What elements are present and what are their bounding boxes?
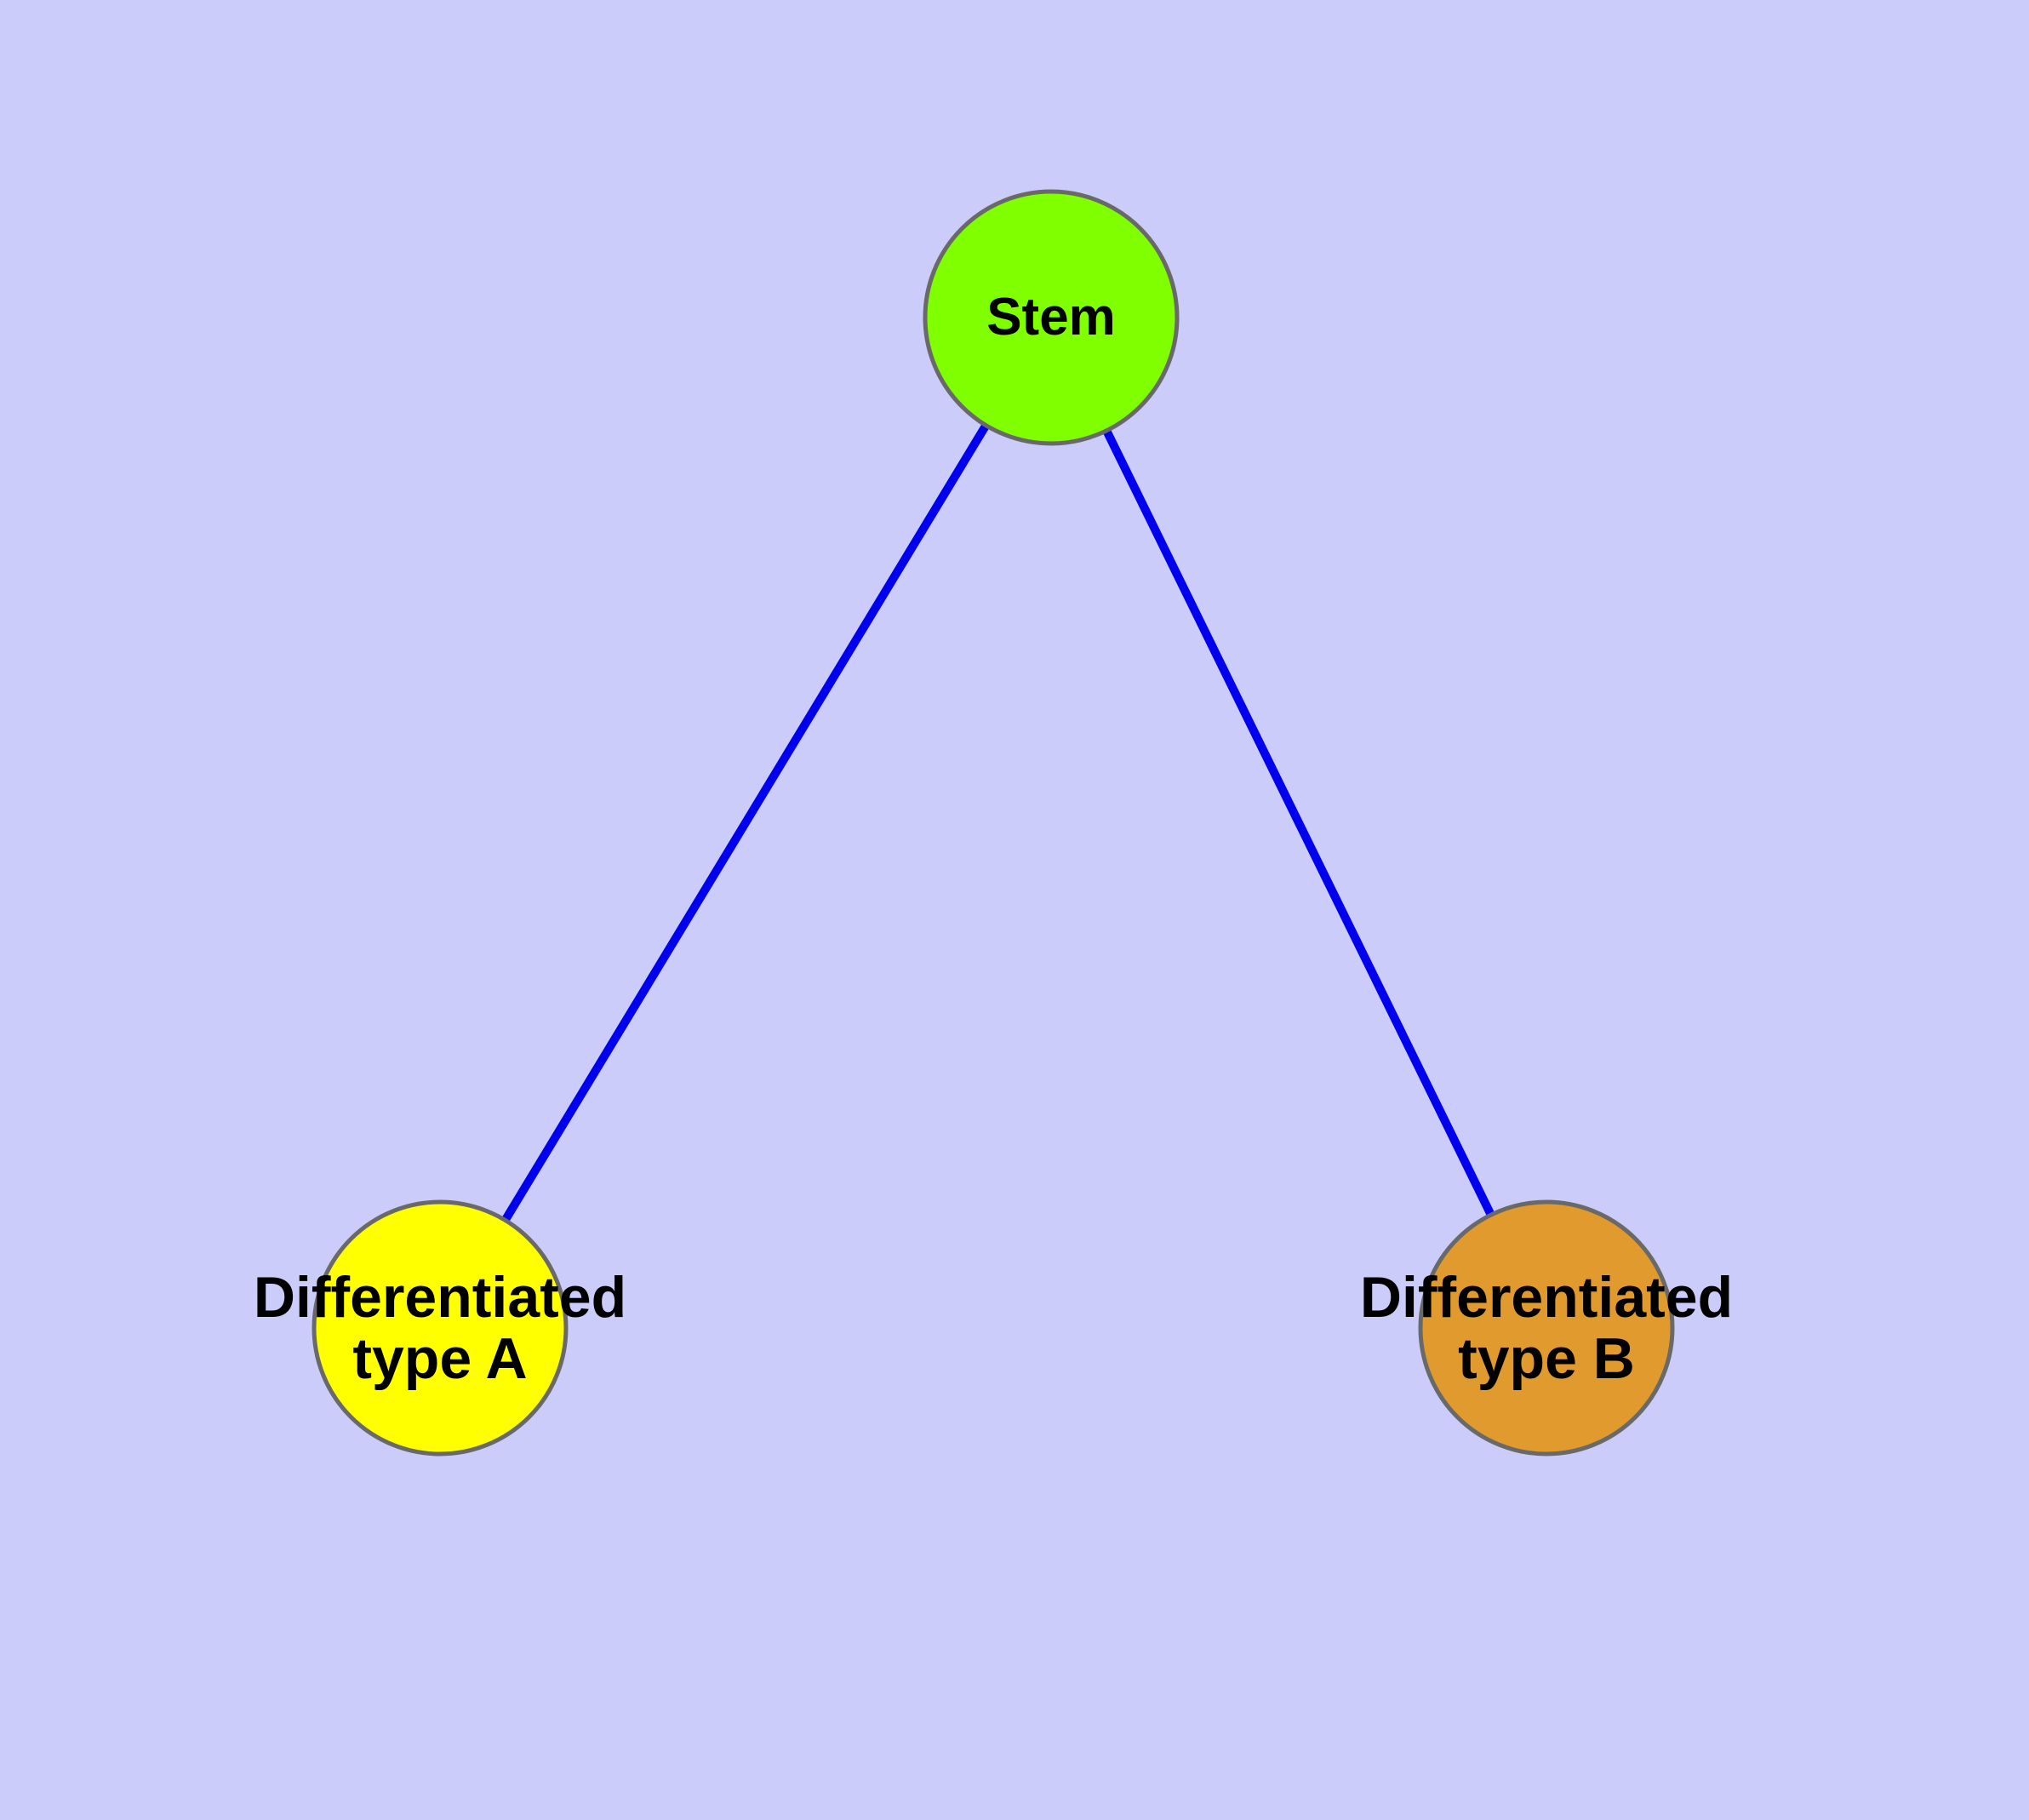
edge-stem-diff-a[interactable]: [500, 421, 991, 1224]
node-circle-diff_a[interactable]: [311, 1199, 569, 1457]
edges-layer: [500, 421, 1496, 1224]
node-circle-diff_b[interactable]: [1418, 1199, 1675, 1457]
edge-stem-diff-b[interactable]: [1101, 426, 1496, 1219]
node-circle-stem[interactable]: [923, 189, 1180, 446]
nodes-layer: [311, 189, 1675, 1457]
